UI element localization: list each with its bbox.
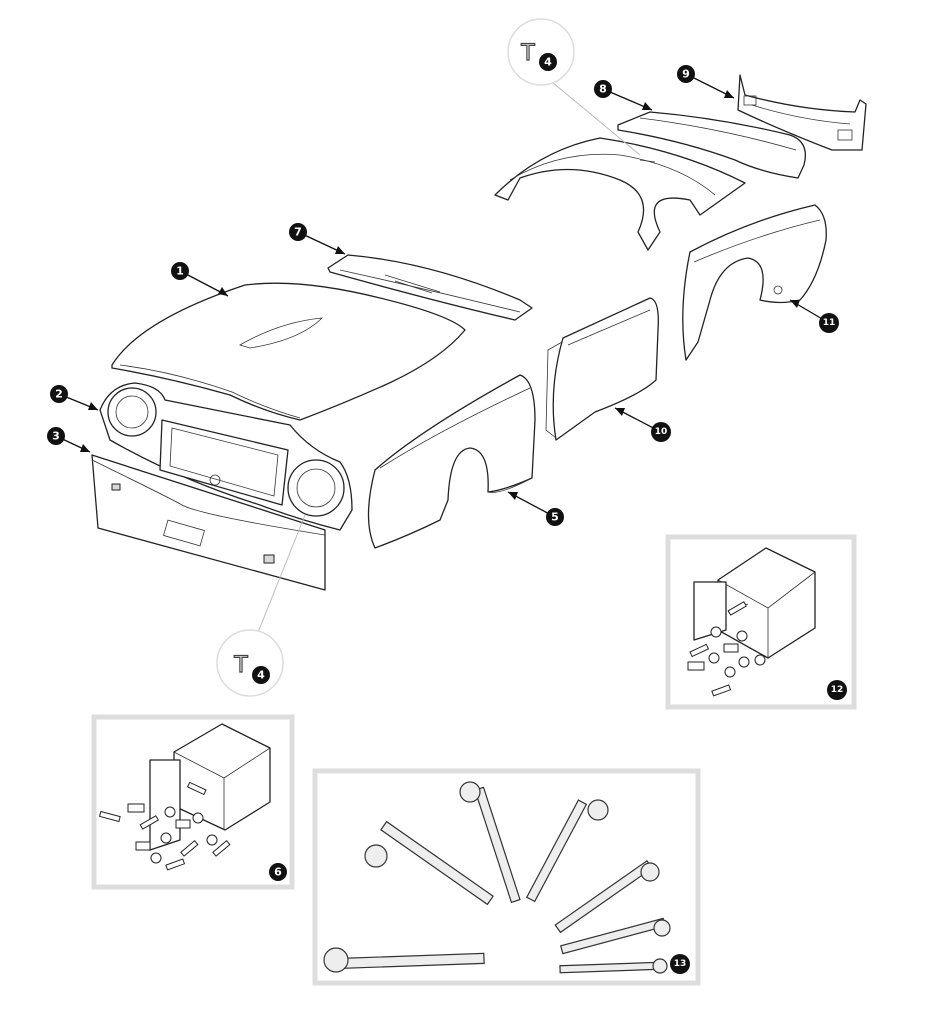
svg-text:11: 11	[823, 318, 836, 328]
callout-13: 13	[670, 954, 690, 974]
svg-text:1: 1	[176, 265, 184, 278]
svg-text:9: 9	[682, 68, 690, 81]
kit-6-clips	[127, 803, 191, 851]
svg-text:7: 7	[294, 226, 302, 239]
front-valance	[91, 454, 326, 591]
svg-text:5: 5	[551, 511, 559, 524]
front-apron	[99, 382, 353, 531]
inset-fixing-kit-6	[91, 714, 295, 890]
tool-badge-bottom: T 4	[216, 629, 284, 697]
door	[545, 297, 659, 441]
kit-6-bolts	[98, 781, 231, 871]
callout-10: 10	[651, 422, 671, 442]
callout-9: 9	[677, 65, 695, 83]
svg-text:T: T	[233, 653, 248, 678]
inset-fixing-kit-12	[665, 534, 857, 710]
inset-spanner-set-13	[312, 768, 701, 986]
callout-11: 11	[819, 313, 839, 333]
bonnet	[111, 282, 466, 421]
callout-2: 2	[50, 385, 68, 403]
callout-6: 6	[269, 863, 287, 881]
svg-text:4: 4	[544, 56, 552, 69]
kit-12-bolts	[689, 601, 747, 697]
tool-badge-top: T 4	[507, 18, 575, 86]
callout-1: 1	[171, 262, 189, 280]
rear-wing	[682, 204, 827, 361]
kit-12-clips	[687, 643, 739, 671]
svg-text:12: 12	[831, 685, 844, 695]
spanners	[323, 781, 671, 974]
callout-3: 3	[47, 427, 65, 445]
svg-text:2: 2	[55, 388, 63, 401]
leader-arrowheads	[80, 90, 800, 500]
svg-text:13: 13	[674, 959, 687, 969]
callout-8: 8	[594, 80, 612, 98]
svg-text:10: 10	[655, 427, 668, 437]
front-wing	[367, 374, 536, 549]
svg-text:8: 8	[599, 83, 607, 96]
rear-deck-shroud	[494, 137, 746, 251]
svg-text:3: 3	[52, 430, 60, 443]
svg-text:T: T	[520, 41, 535, 66]
svg-text:6: 6	[274, 866, 282, 879]
scuttle-panel	[327, 254, 533, 321]
callout-12: 12	[827, 680, 847, 700]
kit-6-washers	[150, 806, 218, 864]
boot-lid	[617, 111, 807, 179]
callout-7: 7	[289, 223, 307, 241]
svg-text:4: 4	[257, 669, 265, 682]
rear-valance	[737, 74, 867, 151]
kit-12-washers	[708, 626, 766, 678]
callout-5: 5	[546, 508, 564, 526]
